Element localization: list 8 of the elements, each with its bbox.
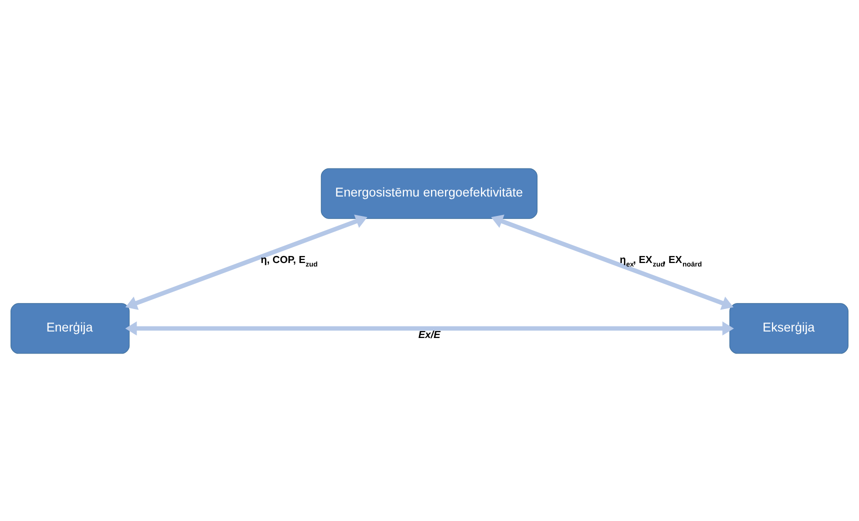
arrow [125,320,734,336]
arrow [491,214,734,310]
node-box: Energosistēmu energoefektivitāte [320,168,538,218]
edge-label: η, COP, E$_{zud}$ [260,254,318,268]
arrow [125,214,368,310]
node-box: Ekserģija [729,302,848,354]
node-box: Enerģija [10,302,130,354]
edge-label: Ex/E [418,329,440,340]
